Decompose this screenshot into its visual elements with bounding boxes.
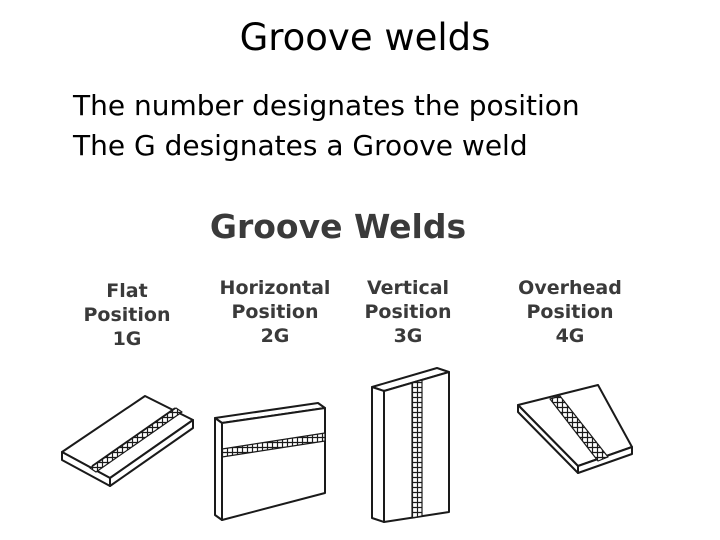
overhead-weld-bead xyxy=(549,395,609,462)
overhead-plate-side xyxy=(577,446,633,474)
figure-title: Groove Welds xyxy=(209,207,467,246)
vertical-position-label: Vertical Position 3G xyxy=(338,276,478,348)
flat-label-line1: Flat xyxy=(106,280,148,302)
horizontal-label-line1: Horizontal xyxy=(219,277,331,299)
bullet-number-position: The number designates the position xyxy=(73,89,580,122)
bullet-g-groove: The G designates a Groove weld xyxy=(73,129,528,162)
horizontal-plate-face xyxy=(221,407,326,521)
overhead-weld-drawing xyxy=(517,384,633,474)
vertical-label-line1: Vertical xyxy=(366,277,450,299)
slide-title: Groove welds xyxy=(239,16,491,59)
horizontal-weld-bead xyxy=(221,432,326,458)
vertical-label-code: 3G xyxy=(393,325,423,347)
flat-weld-drawing xyxy=(61,395,194,487)
horizontal-plate-left xyxy=(214,417,223,521)
overhead-label-line1: Overhead xyxy=(518,277,622,299)
horizontal-position-label: Horizontal Position 2G xyxy=(205,276,345,348)
overhead-position-label: Overhead Position 4G xyxy=(500,276,640,348)
flat-label-line2: Position xyxy=(83,304,171,326)
horizontal-weld-drawing xyxy=(214,402,326,521)
flat-weld-bead xyxy=(89,407,183,473)
flat-label-code: 1G xyxy=(112,328,142,350)
horizontal-label-code: 2G xyxy=(260,325,290,347)
horizontal-label-line2: Position xyxy=(231,301,319,323)
vertical-plate-left xyxy=(371,386,385,523)
vertical-weld-bead xyxy=(411,379,423,519)
vertical-weld-drawing xyxy=(371,367,450,523)
overhead-label-line2: Position xyxy=(526,301,614,323)
flat-plate-side xyxy=(109,419,194,487)
bullet-list: The number designates the position The G… xyxy=(73,86,580,166)
flat-position-label: Flat Position 1G xyxy=(57,279,197,351)
vertical-label-line2: Position xyxy=(364,301,452,323)
overhead-label-code: 4G xyxy=(555,325,585,347)
